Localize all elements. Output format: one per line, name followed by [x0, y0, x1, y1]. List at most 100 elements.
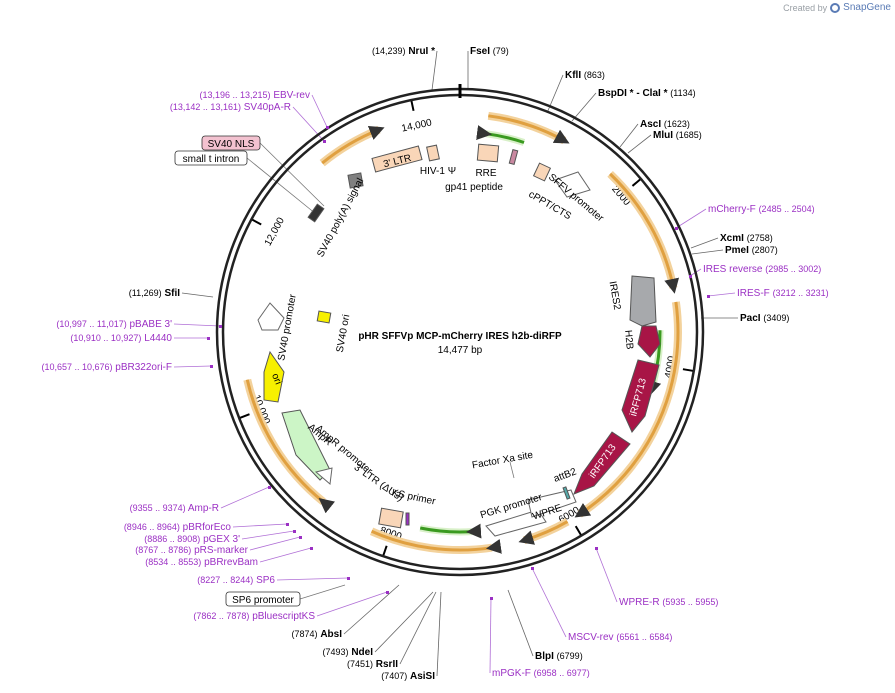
primer-position: (2485 .. 2504): [759, 204, 815, 214]
primer-position: (10,657 .. 10,676): [41, 362, 112, 372]
site-position: (1685): [676, 130, 702, 140]
small-t-intron-label-box: [174, 150, 248, 166]
ires2-shape: [629, 275, 657, 327]
ltr3-box: [371, 145, 423, 173]
primer-mark: [268, 486, 271, 489]
primer-wpre-r: WPRE-R (5935 .. 5955): [619, 597, 718, 608]
site-name: AsiSI: [410, 671, 435, 682]
orf-arc: [574, 301, 680, 518]
site-position: (2807): [752, 245, 778, 255]
primer-pbluescriptks: (7862 .. 7878) pBluescriptKS: [193, 611, 315, 622]
primer-position: (13,142 .. 13,161): [170, 102, 241, 112]
small-t-intron-label: small t intron: [183, 154, 240, 165]
site-position: (6799): [557, 651, 583, 661]
site-position: (7451): [347, 659, 373, 669]
ltr3-du3-box: [378, 507, 404, 529]
pgk-promoter-shape: [485, 509, 547, 537]
gp41-label: gp41 peptide: [445, 182, 503, 193]
attb2-label: attB2: [552, 466, 578, 484]
plasmid-length: 14,477 bp: [438, 345, 483, 356]
leader-line: [489, 597, 492, 674]
leader-line: [241, 530, 295, 540]
primer-name: SV40pA-R: [244, 102, 291, 113]
orf-arc: [321, 125, 385, 165]
sv40-nls-label-box: [201, 135, 261, 151]
site-position: (863): [584, 70, 605, 80]
primer-position: (8886 .. 8908): [144, 534, 200, 544]
leader-line: [181, 292, 214, 298]
irfp1-shape: [621, 359, 660, 433]
primer-position: (6561 .. 6584): [616, 632, 672, 642]
ks-primer-mark: [405, 512, 410, 526]
site-xcmi: XcmI (2758): [720, 233, 773, 244]
orf-arc: [609, 172, 680, 294]
primer-mark: [299, 536, 302, 539]
primer-ires-reverse: IRES reverse (2985 .. 3002): [703, 264, 821, 275]
site-name: PmeI: [725, 245, 749, 256]
h2b-label: H2B: [622, 330, 635, 351]
site-name: AbsI: [320, 629, 342, 640]
sp6-promoter-label-box: [225, 591, 301, 607]
site-fsei: FseI (79): [470, 46, 509, 57]
primer-prs-marker: (8767 .. 8786) pRS-marker: [135, 545, 248, 556]
primer-mark: [707, 295, 710, 298]
h2b-shape: [637, 325, 661, 358]
cppt-box: [532, 162, 552, 182]
primer-name: pBR322ori-F: [115, 362, 172, 373]
orf-arc: [370, 529, 502, 554]
wpre-shape: [527, 489, 577, 518]
site-name: FseI: [470, 46, 490, 57]
primer-name: pBRforEco: [183, 522, 232, 533]
ires2-label: IRES2: [607, 280, 623, 311]
tick-label: 12,000: [263, 215, 287, 248]
features-layer: [257, 143, 661, 537]
primer-position: (10,910 .. 10,927): [70, 333, 141, 343]
primer-mark: [219, 325, 222, 328]
sffv-promoter-shape: [554, 171, 591, 198]
site-name: RsrII: [376, 659, 398, 670]
labels-layer: pHR SFFVp MCP-mCherry IRES h2b-diRFP14,4…: [41, 46, 828, 682]
primer-mark: [323, 140, 326, 143]
site-position: (2758): [747, 233, 773, 243]
leader-line: [399, 591, 437, 665]
primer-position: (13,196 .. 13,215): [199, 90, 270, 100]
site-name: BspDI * - ClaI *: [598, 88, 668, 99]
factor-xa-label: Factor Xa site: [471, 450, 534, 472]
primer-position: (3212 .. 3231): [773, 288, 829, 298]
primer-bind-arc: [476, 125, 525, 144]
site-blpi: BlpI (6799): [535, 651, 583, 662]
site-rsrii: (7451) RsrII: [347, 659, 398, 670]
orf-arc: [518, 520, 569, 545]
site-name: NruI *: [408, 46, 435, 57]
primer-name: pBABE 3': [130, 319, 173, 330]
primer-name: mCherry-F: [708, 204, 756, 215]
primer-name: Amp-R: [188, 503, 219, 514]
ori-shape: [263, 350, 285, 403]
leader-line: [173, 365, 212, 368]
primer-position: (9355 .. 9374): [130, 503, 186, 513]
primer-mark: [207, 337, 210, 340]
leader-line: [220, 486, 270, 509]
leader-line: [431, 50, 438, 91]
primer-position: (10,997 .. 11,017): [56, 319, 126, 329]
site-name: NdeI: [351, 647, 373, 658]
sv40-ori-box: [316, 310, 332, 324]
leader-line: [299, 584, 346, 600]
leader-line: [675, 208, 707, 229]
primer-position: (8767 .. 8786): [135, 545, 191, 555]
rre-label: RRE: [475, 168, 496, 179]
leader-line: [436, 591, 442, 677]
site-name: SfiI: [164, 288, 180, 299]
site-position: (14,239): [372, 46, 406, 56]
site-position: (1623): [664, 119, 690, 129]
gp41-box: [508, 148, 519, 166]
site-name: PacI: [740, 313, 761, 324]
primer-ebv-rev: (13,196 .. 13,215) EBV-rev: [199, 90, 310, 101]
primer-name: WPRE-R: [619, 597, 660, 608]
primer-mark: [675, 227, 678, 230]
sv40-polya-mark: [307, 203, 325, 223]
leader-line: [316, 591, 388, 617]
primer-position: (5935 .. 5955): [662, 597, 718, 607]
site-kfli: KflI (863): [565, 70, 605, 81]
tick-mark: [410, 100, 415, 112]
